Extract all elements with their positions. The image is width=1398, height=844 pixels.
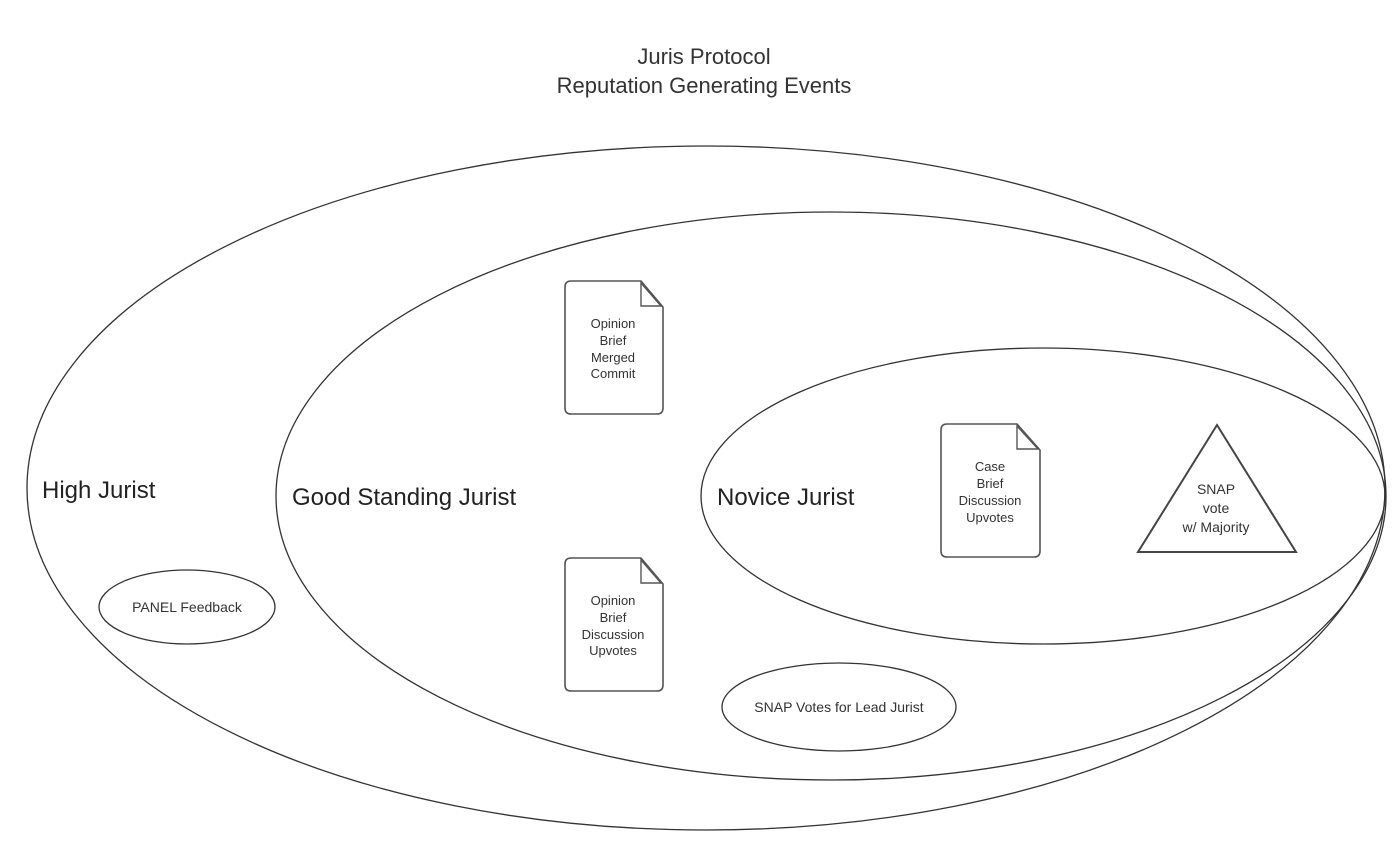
- panel-feedback-label: PANEL Feedback: [132, 599, 243, 615]
- snap-votes-label: SNAP Votes for Lead Jurist: [754, 699, 923, 715]
- event-text-line: vote: [1203, 500, 1230, 516]
- event-text-line: Upvotes: [966, 510, 1014, 525]
- event-text-line: Case: [975, 459, 1005, 474]
- high-jurist-label: High Jurist: [42, 477, 156, 504]
- good-standing-jurist-region: [275, 211, 1387, 781]
- event-text-line: Merged: [591, 350, 635, 365]
- opinion-brief-merged-commit-event: Opinion Brief Merged Commit: [564, 280, 664, 415]
- title-line-1: Juris Protocol: [637, 44, 770, 69]
- document-icon: [564, 557, 664, 692]
- document-icon: [940, 423, 1041, 558]
- event-text-line: Discussion: [582, 627, 645, 642]
- event-text-line: Brief: [600, 610, 627, 625]
- document-fold-icon: [640, 281, 663, 307]
- document-icon: [564, 280, 664, 415]
- event-text-line: SNAP: [1197, 481, 1235, 497]
- triangle-icon: [1136, 423, 1298, 553]
- diagram-title: Juris Protocol Reputation Generating Eve…: [557, 44, 852, 98]
- good-standing-jurist-label: Good Standing Jurist: [292, 484, 516, 511]
- snap-votes-ellipse: [721, 662, 957, 752]
- event-text-line: Discussion: [959, 493, 1022, 508]
- event-text-line: w/ Majority: [1182, 519, 1250, 535]
- panel-feedback-ellipse: [98, 569, 276, 645]
- panel-feedback-event: PANEL Feedback: [98, 569, 276, 645]
- event-text-line: Commit: [591, 366, 636, 381]
- event-text-line: Upvotes: [589, 643, 637, 658]
- opinion-brief-discussion-upvotes-event: Opinion Brief Discussion Upvotes: [564, 557, 664, 692]
- snap-vote-majority-event: SNAP vote w/ Majority: [1136, 423, 1298, 553]
- document-fold-icon: [640, 558, 663, 584]
- event-text-line: Brief: [600, 333, 627, 348]
- title-line-2: Reputation Generating Events: [557, 73, 852, 98]
- event-text-line: Brief: [977, 476, 1004, 491]
- novice-jurist-region: [700, 347, 1386, 645]
- event-text-line: Opinion: [591, 593, 636, 608]
- document-fold-icon: [1016, 424, 1040, 450]
- event-text-line: Opinion: [591, 316, 636, 331]
- novice-jurist-label: Novice Jurist: [717, 484, 855, 511]
- snap-votes-lead-jurist-event: SNAP Votes for Lead Jurist: [721, 662, 957, 752]
- case-brief-discussion-upvotes-event: Case Brief Discussion Upvotes: [940, 423, 1041, 558]
